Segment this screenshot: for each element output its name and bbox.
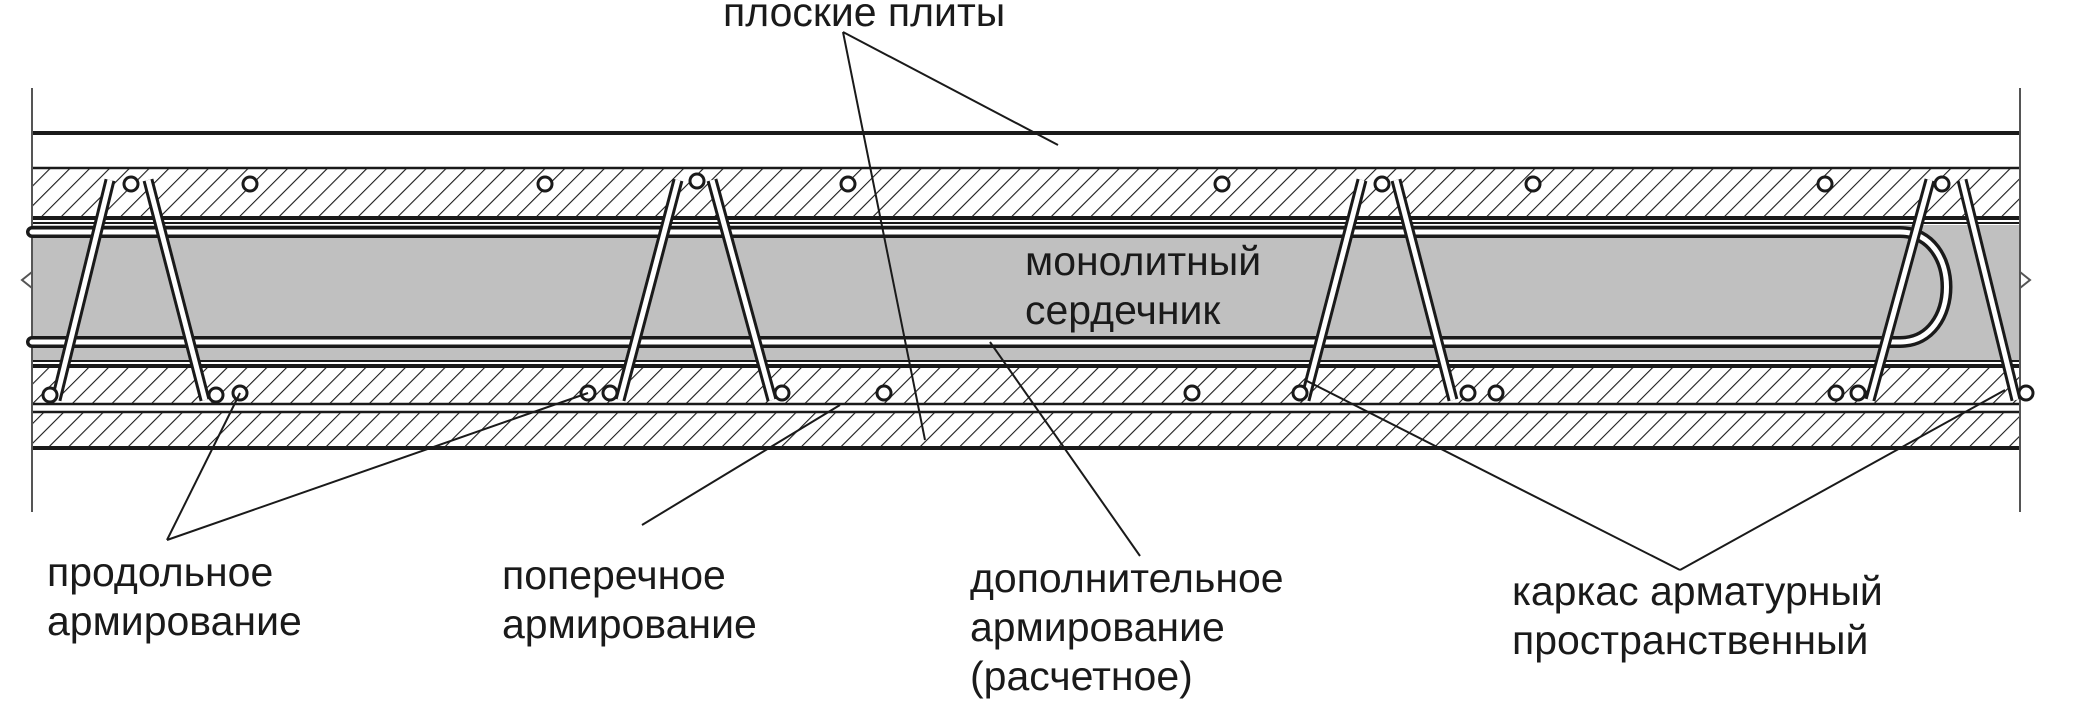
label-line: каркас арматурный (1512, 568, 1883, 614)
label-transverse-reinforcement: поперечное армирование (502, 551, 757, 649)
label-line: армирование (502, 601, 757, 647)
reinforcement-frame-3 (1299, 178, 1459, 402)
label-flat-slabs: плоские плиты (723, 0, 1005, 37)
label-additional-reinforcement: дополнительное армирование (расчетное) (970, 554, 1284, 701)
rebar-circle (2017, 384, 2035, 402)
leader-longitudinal-b (166, 392, 589, 541)
rebar-circle (1849, 384, 1867, 402)
label-line: армирование (47, 598, 302, 644)
label-line: монолитный (1025, 238, 1262, 284)
rebar-circle (1183, 384, 1201, 402)
rebar-circle (41, 386, 59, 404)
reinforcement-frame-4 (1864, 178, 2022, 402)
rebar-circle (773, 384, 791, 402)
rebar-circle (1524, 175, 1542, 193)
rebar-circle (1291, 384, 1309, 402)
lower-longitudinal-bars (41, 384, 2035, 404)
frame-bar (617, 179, 681, 401)
upper-longitudinal-bars (122, 172, 1951, 193)
rebar-circle (688, 172, 706, 190)
rebar-circle (1459, 384, 1477, 402)
lower-slab-hatch (32, 366, 2020, 404)
rebar-circle (207, 386, 225, 404)
rebar-circle (839, 175, 857, 193)
label-line: сердечник (1025, 287, 1221, 333)
leader-frame-a (1304, 379, 1681, 571)
frame-bar (1867, 179, 1933, 401)
reinforcement-frame-1 (50, 178, 211, 402)
leader-lines (166, 31, 2006, 571)
rebar-circle (1373, 175, 1391, 193)
rebar-circle (601, 384, 619, 402)
rebar-circle (1213, 175, 1231, 193)
leader-flat-slabs-lower (842, 31, 926, 441)
reinforcement-frame-2 (614, 178, 778, 402)
label-line: пространственный (1512, 617, 1869, 663)
leader-frame-b (1679, 389, 2006, 571)
right-break-mark (2019, 271, 2032, 289)
frame-bar (1302, 179, 1365, 401)
label-line: дополнительное (970, 555, 1284, 601)
rebar-circle (241, 175, 259, 193)
label-line: армирование (970, 604, 1225, 650)
frame-bar (1959, 179, 2019, 401)
rebar-circle (536, 175, 554, 193)
rebar-circle (875, 384, 893, 402)
label-line: плоские плиты (723, 0, 1006, 35)
rebar-circle (1827, 384, 1845, 402)
frame-bar (1393, 179, 1456, 401)
frame-bar (53, 179, 113, 401)
lower-slab-lower-hatch (32, 412, 2020, 448)
label-line: (расчетное) (970, 653, 1193, 699)
label-spatial-frame: каркас арматурный пространственный (1512, 567, 1883, 665)
label-line: продольное (47, 549, 274, 595)
upper-slab-cover (32, 133, 2020, 168)
leader-additional (989, 341, 1141, 557)
rebar-circle (1933, 175, 1951, 193)
leader-longitudinal-a (166, 392, 241, 541)
frame-bar (709, 179, 775, 401)
left-break-mark (20, 271, 33, 289)
rebar-circle (1816, 175, 1834, 193)
leader-flat-slabs-upper (842, 31, 1059, 146)
rebar-circle (1487, 384, 1505, 402)
leader-transverse (641, 404, 841, 526)
label-monolithic-core: монолитный сердечник (1025, 237, 1261, 335)
frame-bar (145, 179, 208, 401)
upper-slab-hatch (32, 168, 2020, 218)
label-longitudinal-reinforcement: продольное армирование (47, 548, 302, 646)
label-line: поперечное (502, 552, 726, 598)
rebar-circle (122, 175, 140, 193)
